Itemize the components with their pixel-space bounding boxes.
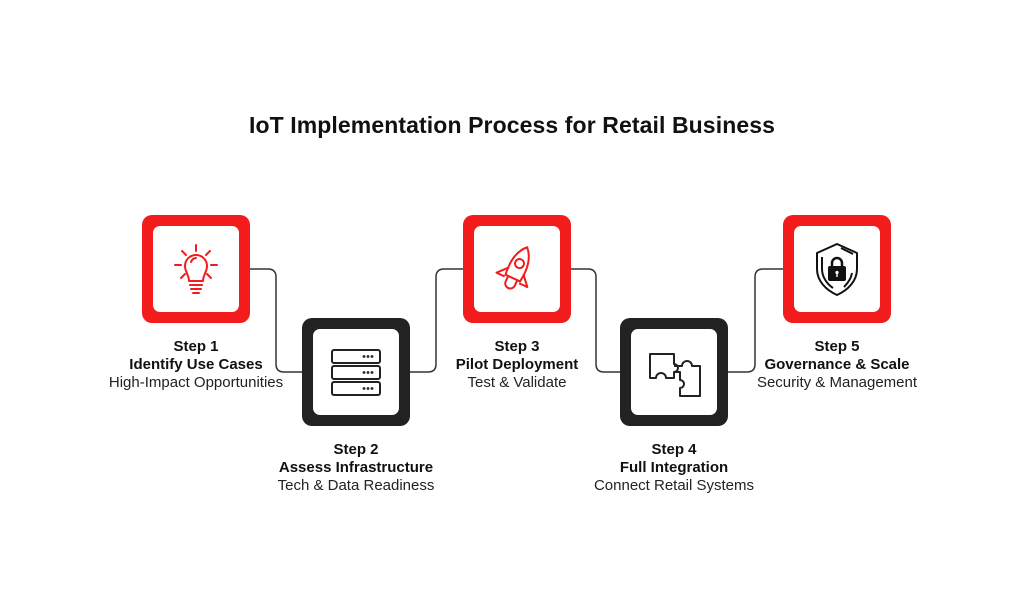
diagram-title: IoT Implementation Process for Retail Bu… — [248, 112, 776, 138]
step-3-name: Pilot Deployment — [455, 356, 579, 373]
step-4-subtitle: Connect Retail Systems — [593, 477, 755, 494]
puzzle-icon — [649, 353, 701, 397]
step-2-label: Step 2 Assess Infrastructure Tech & Data… — [246, 441, 466, 495]
step-3-icon-box — [463, 215, 571, 323]
rocket-icon — [495, 246, 530, 290]
step-5-number: Step 5 — [814, 338, 860, 355]
step-2-subtitle: Tech & Data Readiness — [277, 477, 435, 494]
step-5-label: Step 5 Governance & Scale Security & Man… — [727, 338, 947, 392]
step-4-number: Step 4 — [651, 441, 697, 458]
step-3-label: Step 3 Pilot Deployment Test & Validate — [407, 338, 627, 392]
step-1-icon-box — [142, 215, 250, 323]
step-4-name: Full Integration — [619, 459, 729, 476]
step-3-number: Step 3 — [494, 338, 540, 355]
step-4-icon-box — [620, 318, 728, 426]
step-2-number: Step 2 — [333, 441, 379, 458]
step-1-subtitle: High-Impact Opportunities — [108, 374, 284, 391]
step-2-icon-box — [302, 318, 410, 426]
step-4-label: Step 4 Full Integration Connect Retail S… — [564, 441, 784, 495]
server-stack-icon — [331, 349, 381, 396]
step-5-name: Governance & Scale — [764, 356, 910, 373]
step-3-subtitle: Test & Validate — [467, 374, 567, 391]
step-5-icon-box — [783, 215, 891, 323]
step-2-name: Assess Infrastructure — [278, 459, 434, 476]
lightbulb-icon — [174, 244, 218, 294]
shield-lock-icon — [816, 243, 858, 296]
step-5-subtitle: Security & Management — [756, 374, 918, 391]
step-1-label: Step 1 Identify Use Cases High-Impact Op… — [86, 338, 306, 392]
step-1-number: Step 1 — [173, 338, 219, 355]
step-1-name: Identify Use Cases — [129, 356, 263, 373]
